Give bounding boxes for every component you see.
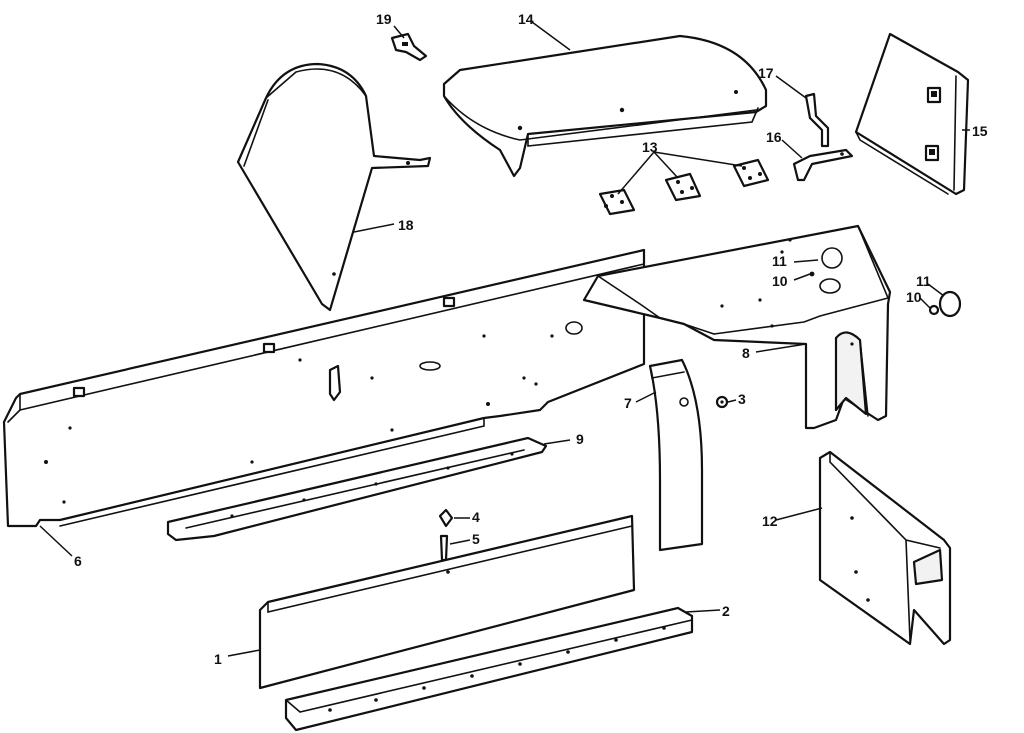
- part-7-side-plate: [648, 358, 704, 552]
- callout-5: 5: [472, 531, 480, 547]
- callout-11a: 11: [772, 253, 787, 269]
- callout-6: 6: [74, 553, 82, 569]
- part-9-flat-rail: [166, 436, 548, 542]
- callout-8: 8: [742, 345, 750, 361]
- callout-10a: 10: [772, 273, 788, 289]
- part-4-clip: [438, 508, 454, 528]
- callout-10b: 10: [906, 289, 922, 305]
- part-10-nut: [928, 304, 940, 316]
- callout-13: 13: [642, 139, 658, 155]
- part-3-washer: [715, 395, 729, 409]
- callout-4: 4: [472, 509, 480, 525]
- part-13-hinge-plates: [598, 158, 770, 216]
- part-2-angle-strip: [284, 606, 694, 732]
- callout-7: 7: [624, 395, 632, 411]
- part-18-shroud-panel: [236, 62, 432, 312]
- part-5-screw: [439, 534, 449, 562]
- callout-3: 3: [738, 391, 746, 407]
- callout-11b: 11: [916, 273, 931, 289]
- callout-9: 9: [576, 431, 584, 447]
- callout-14: 14: [518, 11, 534, 27]
- part-15-side-panel: [854, 32, 970, 196]
- callout-16: 16: [766, 129, 782, 145]
- callout-labels: 19 14 17 16 15 13 18 11 10 11 10 8 7 3 9…: [74, 11, 988, 667]
- callout-12: 12: [762, 513, 778, 529]
- callout-15: 15: [972, 123, 988, 139]
- part-6-side-rail: [2, 248, 646, 528]
- callout-19: 19: [376, 11, 392, 27]
- callout-18: 18: [398, 217, 414, 233]
- callout-1: 1: [214, 651, 222, 667]
- part-19-clip: [390, 32, 428, 62]
- leader-lines: [39, 21, 970, 657]
- callout-2: 2: [722, 603, 730, 619]
- part-1-panel: [258, 514, 636, 690]
- part-8-frame: [582, 224, 892, 430]
- callout-17: 17: [758, 65, 774, 81]
- part-16-bracket: [792, 148, 854, 182]
- part-17-bracket: [804, 92, 830, 148]
- part-12-housing: [818, 450, 952, 646]
- part-14-hood-cover: [442, 34, 768, 178]
- part-11-grommet: [938, 290, 962, 318]
